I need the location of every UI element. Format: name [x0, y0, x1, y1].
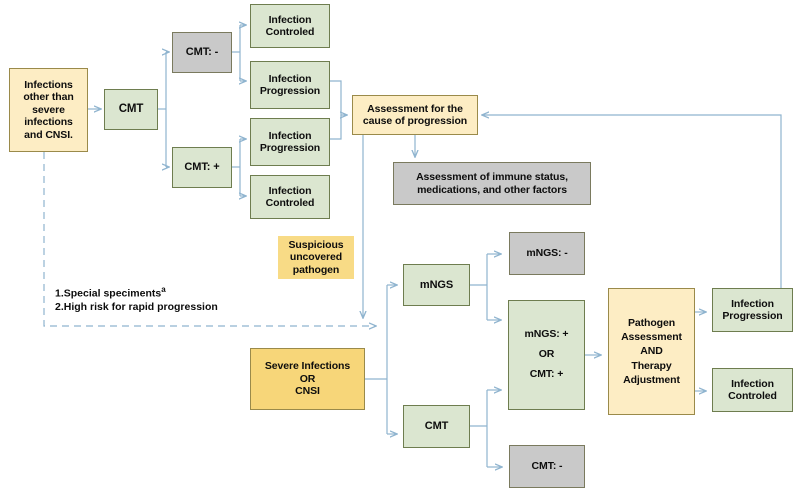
ip1-line-1: Infection	[268, 72, 312, 85]
node-cmt-bottom[interactable]: CMT	[403, 405, 470, 448]
cmt-top-label: CMT	[118, 102, 144, 115]
severe-line-2: OR	[299, 372, 316, 385]
node-cmt-top[interactable]: CMT	[104, 89, 158, 130]
node-cmt-negative[interactable]: CMT: -	[172, 32, 232, 73]
start-line-1: Infections	[24, 79, 73, 92]
criteria-line-2-text: 2.High risk for rapid progression	[55, 301, 218, 313]
node-severe-infections[interactable]: Severe Infections OR CNSI	[250, 348, 365, 410]
node-cmt-negative-bottom[interactable]: CMT: -	[509, 445, 585, 488]
criteria-line-1-superscript: a	[161, 285, 166, 294]
criteria-line-1-text: 1.Special speciments	[55, 287, 162, 300]
node-mngs-pos-or-cmt-pos[interactable]: mNGS: + OR CMT: +	[508, 300, 585, 410]
ipf-line-1: Infection	[731, 297, 774, 310]
pathogen-line-1: Pathogen	[627, 317, 676, 330]
node-mngs[interactable]: mNGS	[403, 264, 470, 306]
pathogen-line-5: Adjustment	[623, 373, 680, 386]
mngs-pos-line-2: OR	[538, 348, 555, 361]
mngs-label: mNGS	[419, 278, 454, 291]
ic1-line-2: Controled	[265, 26, 315, 38]
mngs-pos-line-1: mNGS: +	[524, 328, 569, 341]
node-infection-progression-1[interactable]: Infection Progression	[250, 61, 330, 109]
pathogen-line-4: Therapy	[631, 359, 672, 372]
start-line-3: severe	[32, 103, 65, 116]
node-infection-progression-2[interactable]: Infection Progression	[250, 118, 330, 166]
ip2-line-1: Infection	[268, 129, 312, 142]
assessment-immune-line-2: medications, and other factors	[417, 183, 567, 196]
severe-line-1: Severe Infections	[264, 360, 351, 373]
ip1-line-2: Progression	[259, 85, 321, 97]
pathogen-line-2: Assessment	[621, 331, 682, 344]
node-assessment-cause[interactable]: Assessment for the cause of progression	[352, 95, 478, 135]
cmt-negative-label: CMT: -	[185, 46, 219, 59]
node-infection-controlled-final[interactable]: Infection Controled	[712, 368, 793, 412]
icf-line-1: Infection	[731, 377, 774, 390]
assessment-cause-line-2: cause of progression	[362, 115, 468, 127]
start-line-5: and CNSI.	[24, 128, 73, 141]
criteria-annotation-line-1: 1.Special specimentsa	[55, 285, 166, 300]
start-line-4: infections	[24, 116, 73, 129]
assessment-immune-line-1: Assessment of immune status,	[416, 171, 568, 184]
pathogen-line-3: AND	[640, 345, 663, 358]
node-pathogen-assessment[interactable]: Pathogen Assessment AND Therapy Adjustme…	[608, 288, 695, 415]
start-line-2: other than	[23, 91, 74, 104]
node-cmt-positive[interactable]: CMT: +	[172, 147, 232, 188]
icf-line-2: Controled	[728, 390, 777, 402]
ic2-line-1: Infection	[268, 184, 312, 197]
assessment-cause-line-1: Assessment for the	[367, 102, 463, 115]
severe-line-3: CNSI	[295, 385, 320, 398]
node-start-non-severe[interactable]: Infections other than severe infections …	[9, 68, 88, 152]
suspicious-line-3: pathogen	[292, 263, 340, 276]
node-infection-progression-final[interactable]: Infection Progression	[712, 288, 793, 332]
mngs-pos-line-3: CMT: +	[529, 367, 564, 380]
ic2-line-2: Controled	[265, 197, 315, 209]
node-infection-controlled-2[interactable]: Infection Controled	[250, 175, 330, 219]
ic1-line-1: Infection	[268, 13, 312, 26]
suspicious-line-2: uncovered	[289, 251, 343, 264]
node-infection-controlled-1[interactable]: Infection Controled	[250, 4, 330, 48]
cmt-bottom-label: CMT	[424, 420, 449, 433]
mngs-negative-label: mNGS: -	[526, 247, 568, 260]
criteria-annotation-line-2: 2.High risk for rapid progression	[55, 301, 218, 313]
suspicious-line-1: Suspicious	[288, 238, 344, 251]
node-suspicious-pathogen[interactable]: Suspicious uncovered pathogen	[278, 236, 354, 279]
ip2-line-2: Progression	[259, 142, 321, 154]
cmt-positive-label: CMT: +	[184, 161, 220, 174]
ipf-line-2: Progression	[722, 310, 783, 322]
node-assessment-immune[interactable]: Assessment of immune status, medications…	[393, 162, 591, 205]
node-mngs-negative[interactable]: mNGS: -	[509, 232, 585, 275]
cmt-negative-bottom-label: CMT: -	[531, 460, 563, 473]
